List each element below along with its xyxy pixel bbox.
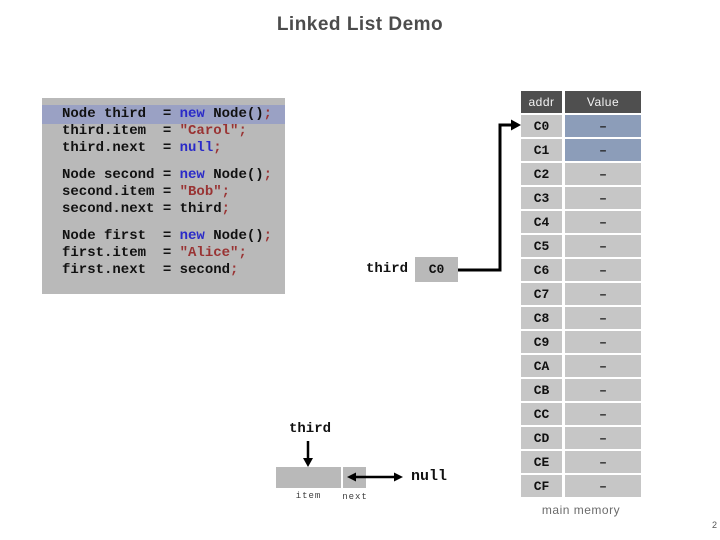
code-group: Node third = new Node();third.item = "Ca… <box>62 106 285 157</box>
code-line: second.next = third; <box>62 201 285 218</box>
page-title: Linked List Demo <box>276 14 444 35</box>
code-token: third.next = <box>62 140 180 156</box>
memory-addr-cell: C8 <box>521 307 562 329</box>
code-token: Node() <box>204 167 264 183</box>
code-token: ; <box>221 184 231 200</box>
memory-table-header-value: Value <box>565 91 641 113</box>
code-token: second.item = <box>62 184 180 200</box>
memory-value-cell: – <box>565 331 641 353</box>
code-token: ; <box>213 140 222 156</box>
memory-table: addr Value C0–C1–C2–C3–C4–C5–C6–C7–C8–C9… <box>521 91 641 497</box>
code-line: first.item = "Alice"; <box>62 245 285 262</box>
memory-value-cell: – <box>565 379 641 401</box>
code-line: Node first = new Node(); <box>62 228 285 245</box>
code-line-highlighted: Node third = new Node(); <box>62 106 285 123</box>
memory-addr-cell: C3 <box>521 187 562 209</box>
memory-addr-cell: CC <box>521 403 562 425</box>
memory-value-cell: – <box>565 115 641 137</box>
node-next-cell <box>343 467 366 488</box>
memory-addr-cell: C9 <box>521 331 562 353</box>
code-token: new <box>179 106 205 122</box>
memory-addr-cell: CD <box>521 427 562 449</box>
elbow-arrow-to-c0 <box>458 119 521 272</box>
code-token: ; <box>263 106 273 122</box>
code-group: Node second = new Node();second.item = "… <box>62 167 285 218</box>
memory-addr-cell: CE <box>521 451 562 473</box>
code-token: Node() <box>204 228 264 244</box>
code-token: "Carol" <box>179 123 239 139</box>
code-token: "Bob" <box>179 184 222 200</box>
code-token: Node third = <box>62 106 180 122</box>
code-token: first.next = second <box>62 262 231 278</box>
memory-value-cell: – <box>565 451 641 473</box>
memory-addr-cell: CB <box>521 379 562 401</box>
code-token: Node() <box>204 106 264 122</box>
code-token: third.item = <box>62 123 180 139</box>
code-token: second.next = third <box>62 201 222 217</box>
code-token: ; <box>263 228 273 244</box>
memory-value-cell: – <box>565 211 641 233</box>
down-arrow-third <box>303 441 313 467</box>
memory-addr-cell: C4 <box>521 211 562 233</box>
item-field-label: item <box>295 491 322 501</box>
code-token: ; <box>238 123 247 139</box>
memory-value-cell: – <box>565 187 641 209</box>
pointer-ref-label: third <box>366 261 409 277</box>
memory-value-cell: – <box>565 139 641 161</box>
code-token: Node second = <box>62 167 180 183</box>
memory-value-cell: – <box>565 427 641 449</box>
code-token: new <box>179 167 205 183</box>
next-field-label: next <box>342 492 368 502</box>
code-line: first.next = second; <box>62 262 285 279</box>
code-line: second.item = "Bob"; <box>62 184 285 201</box>
memory-addr-cell: C2 <box>521 163 562 185</box>
code-token: ; <box>221 201 231 217</box>
code-token: ; <box>230 262 239 278</box>
code-token: "Alice" <box>179 245 239 261</box>
memory-addr-cell: CA <box>521 355 562 377</box>
pointer-ref-box: C0 <box>415 257 458 282</box>
memory-value-cell: – <box>565 259 641 281</box>
code-token: new <box>179 228 205 244</box>
code-token: first.item = <box>62 245 180 261</box>
memory-value-cell: – <box>565 355 641 377</box>
memory-addr-cell: CF <box>521 475 562 497</box>
memory-value-cell: – <box>565 163 641 185</box>
null-label: null <box>411 468 448 485</box>
memory-value-cell: – <box>565 235 641 257</box>
code-line: third.next = null; <box>62 140 285 157</box>
code-group: Node first = new Node();first.item = "Al… <box>62 228 285 279</box>
memory-addr-cell: C1 <box>521 139 562 161</box>
memory-value-cell: – <box>565 403 641 425</box>
node-item-cell <box>276 467 341 488</box>
code-line: Node second = new Node(); <box>62 167 285 184</box>
memory-addr-cell: C5 <box>521 235 562 257</box>
memory-value-cell: – <box>565 307 641 329</box>
memory-table-header-addr: addr <box>521 91 562 113</box>
memory-value-cell: – <box>565 283 641 305</box>
page-number: 2 <box>711 520 717 530</box>
code-highlight-bar <box>42 105 285 124</box>
code-token: Node first = <box>62 228 180 244</box>
code-token: ; <box>238 245 247 261</box>
memory-addr-cell: C6 <box>521 259 562 281</box>
memory-addr-cell: C7 <box>521 283 562 305</box>
code-token: ; <box>263 167 273 183</box>
node-pointer-label: third <box>289 421 332 437</box>
code-lines: Node third = new Node();third.item = "Ca… <box>62 106 285 279</box>
memory-value-cell: – <box>565 475 641 497</box>
code-panel: Node third = new Node();third.item = "Ca… <box>42 98 285 294</box>
code-line: third.item = "Carol"; <box>62 123 285 140</box>
main-memory-caption: main memory <box>541 503 621 517</box>
code-token: null <box>179 140 214 156</box>
memory-addr-cell: C0 <box>521 115 562 137</box>
